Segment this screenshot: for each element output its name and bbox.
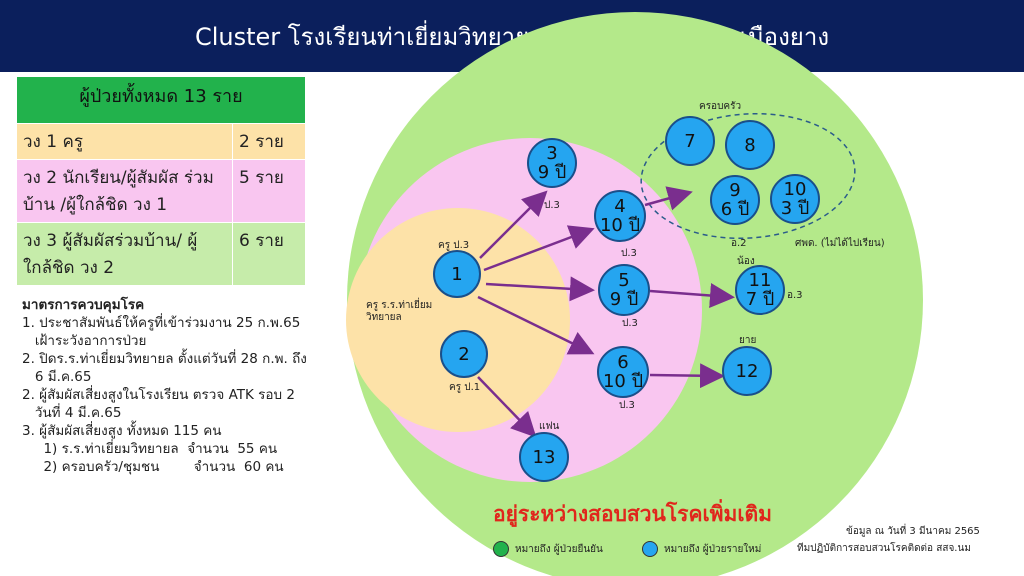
patient-node: 8	[725, 120, 775, 170]
ring3-count: 6 ราย	[232, 222, 306, 286]
legend-confirmed: หมายถึง ผู้ป่วยยืนยัน	[493, 541, 603, 557]
label-partner: แฟน	[539, 421, 560, 432]
arrow-2-13	[477, 376, 537, 438]
data-source-date: ข้อมูล ณ วันที่ 3 มีนาคม 2565	[846, 526, 980, 537]
patient-node: 2	[440, 330, 488, 378]
control-measures: มาตรการควบคุมโรค 1. ประชาสัมพันธ์ให้ครูท…	[22, 296, 352, 476]
green-dot-icon	[493, 541, 509, 557]
measure-line: 2. ปิดร.ร.ท่าเยี่ยมวิทยายล ตั้งแต่วันที่…	[22, 351, 307, 367]
label-kindergarten-3: อ.3	[787, 290, 803, 301]
summary-table: ผู้ป่วยทั้งหมด 13 ราย วง 1 ครู 2 ราย วง …	[16, 76, 306, 286]
patient-node: 12	[722, 346, 772, 396]
arrow-5-11	[649, 283, 735, 308]
ring2-count: 5 ราย	[232, 159, 306, 223]
measures-title: มาตรการควบคุมโรค	[22, 297, 145, 313]
label-grade-3: ป.3	[621, 248, 637, 259]
arrow-1-4	[483, 225, 595, 272]
measure-line: 6 มี.ค.65	[22, 369, 92, 385]
arrow-6-12	[649, 363, 725, 389]
label-family: ครอบครัว	[699, 101, 742, 112]
label-kindergarten-2: อ.2	[731, 238, 747, 249]
patient-node: 7	[665, 116, 715, 166]
patient-node: 1	[433, 250, 481, 298]
investigation-status: อยู่ระหว่างสอบสวนโรคเพิ่มเติม	[493, 502, 773, 526]
measure-line: เฝ้าระวังอาการป่วย	[22, 333, 147, 349]
blue-dot-icon	[642, 541, 658, 557]
ring1-circle	[346, 208, 570, 432]
ring2-label: วง 2 นักเรียน/ผู้สัมผัส ร่วมบ้าน /ผู้ใกล…	[16, 159, 233, 223]
ring1-label: วง 1 ครู	[16, 123, 233, 160]
label-sibling: น้อง	[737, 256, 755, 267]
label-grandma: ยาย	[739, 335, 757, 346]
label-teacher-p1: ครู ป.1	[449, 382, 481, 393]
label-school-teachers: ครู ร.ร.ท่าเยี่ยม วิทยายล	[366, 300, 433, 323]
arrow-4-family	[644, 186, 693, 211]
arrow-1-5	[485, 276, 595, 302]
legend-new: หมายถึง ผู้ป่วยรายใหม่	[642, 541, 761, 557]
measure-line: 2) ครอบครัว/ชุมชน จำนวน 60 คน	[22, 459, 284, 475]
label-childcare-note: ศพด. (ไม่ได้ไปเรียน)	[795, 238, 885, 249]
measure-line: 1) ร.ร.ท่าเยี่ยมวิทยายล จำนวน 55 คน	[22, 441, 278, 457]
total-cases: ผู้ป่วยทั้งหมด 13 ราย	[16, 76, 306, 124]
measure-line: 2. ผู้สัมผัสเสี่ยงสูงในโรงเรียน ตรวจ ATK…	[22, 387, 295, 403]
measure-line: 1. ประชาสัมพันธ์ให้ครูที่เข้าร่วมงาน 25 …	[22, 315, 301, 331]
label-grade-3: ป.3	[544, 200, 560, 211]
legend-team: ทีมปฏิบัติการสอบสวนโรคติดต่อ สสจ.นม	[797, 543, 971, 554]
arrow-1-3	[479, 190, 548, 259]
ring1-count: 2 ราย	[232, 123, 306, 160]
measure-line: 3. ผู้สัมผัสเสี่ยงสูง ทั้งหมด 115 คน	[22, 423, 222, 439]
label-teacher-p3: ครู ป.3	[438, 240, 470, 251]
arrow-1-6	[477, 295, 595, 355]
label-grade-3: ป.3	[619, 400, 635, 411]
ring3-label: วง 3 ผู้สัมผัสร่วมบ้าน/ ผู้ใกล้ชิด วง 2	[16, 222, 233, 286]
label-grade-3: ป.3	[622, 318, 638, 329]
family-group-outline	[640, 112, 856, 240]
patient-node: 13	[519, 432, 569, 482]
measure-line: วันที่ 4 มี.ค.65	[22, 405, 122, 421]
